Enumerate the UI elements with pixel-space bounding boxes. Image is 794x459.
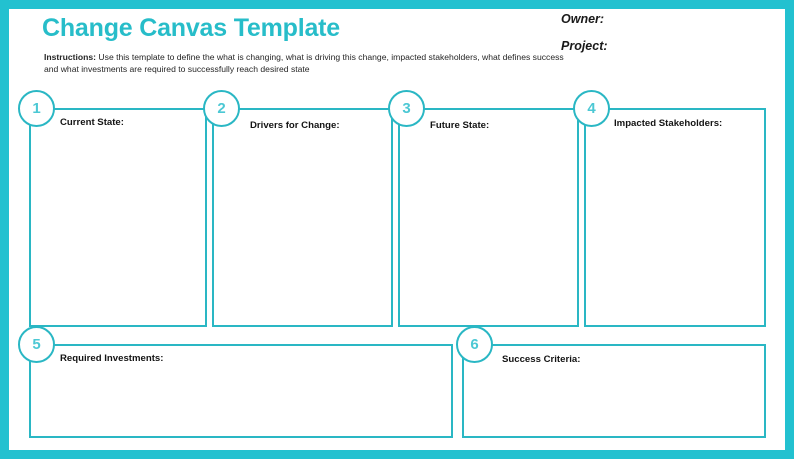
section-label-drivers-for-change: Drivers for Change: [250, 120, 340, 131]
section-label-current-state: Current State: [60, 117, 124, 128]
frame-border-top [0, 0, 794, 9]
section-number-1: 1 [18, 90, 55, 127]
section-box-required-investments[interactable] [29, 344, 453, 438]
section-number-6: 6 [456, 326, 493, 363]
section-box-impacted-stakeholders[interactable] [584, 108, 766, 327]
frame-border-right [785, 0, 794, 459]
section-label-future-state: Future State: [430, 120, 490, 131]
frame-border-bottom [0, 450, 794, 459]
instructions-body: Use this template to define the what is … [44, 52, 564, 75]
section-box-drivers-for-change[interactable] [212, 108, 393, 327]
frame-border-left [0, 0, 9, 459]
section-number-5: 5 [18, 326, 55, 363]
section-label-success-criteria: Success Criteria: [502, 354, 581, 365]
instructions-text: Instructions: Use this template to defin… [44, 51, 564, 76]
page-title: Change Canvas Template [42, 14, 341, 42]
section-box-future-state[interactable] [398, 108, 579, 327]
owner-label: Owner: [561, 12, 605, 26]
section-label-impacted-stakeholders: Impacted Stakeholders: [614, 118, 723, 129]
instructions-label: Instructions: [44, 52, 97, 62]
section-label-required-investments: Required Investments: [60, 353, 164, 364]
section-number-3: 3 [388, 90, 425, 127]
section-box-success-criteria[interactable] [462, 344, 766, 438]
section-box-current-state[interactable] [29, 108, 207, 327]
section-number-2: 2 [203, 90, 240, 127]
project-label: Project: [561, 39, 608, 53]
section-number-4: 4 [573, 90, 610, 127]
